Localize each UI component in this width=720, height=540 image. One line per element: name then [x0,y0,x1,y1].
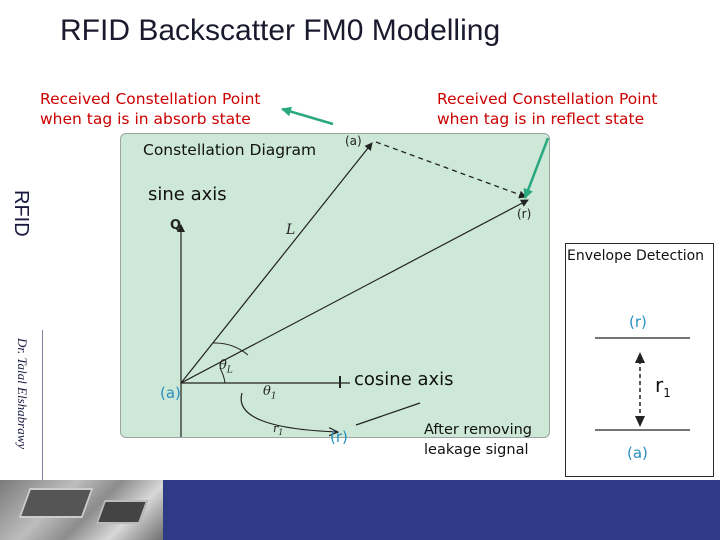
leakage-removal-curve [240,392,338,432]
theta-1-arc [219,367,226,384]
absorb-callout-line2: when tag is in absorb state [40,110,251,128]
constellation-panel [120,133,550,438]
panel-title: Constellation Diagram [143,141,317,159]
after-removing-line1: After removing [424,422,532,438]
reflect-callout-arrow [523,137,550,199]
absorb-callout: Received Constellation Point when tag is… [40,89,260,129]
after-removing-note: After removing leakage signal [424,420,532,460]
vector-l [180,199,529,384]
envelope-r-label: (r) [629,313,647,331]
envelope-arrow-down [635,416,645,427]
r1-diagram-label: r1 [273,422,284,438]
sine-axis-label: sine axis [148,184,227,205]
after-removing-pointer [355,402,421,426]
origin-a-label: (a) [160,384,181,402]
absorb-callout-arrow [281,106,334,126]
envelope-r1-label: r1 [655,373,671,400]
footer-chip-graphic-2 [95,500,149,524]
sidebar-divider [42,330,43,480]
footer-chip-graphic [18,488,94,518]
leakage-r-label: (r) [330,428,348,446]
reflect-callout-line2: when tag is in reflect state [437,110,645,128]
vector-a [180,142,373,384]
envelope-arrow-up [635,352,645,363]
absorb-callout-line1: Received Constellation Point [40,90,261,108]
q-axis-label: Q [170,218,182,233]
point-r-label: (r) [517,207,532,221]
dashed-a-to-r [375,141,527,199]
slide-title: RFID Backscatter FM0 Modelling [60,14,501,47]
reflect-callout-line1: Received Constellation Point [437,90,658,108]
theta-1-label: θ1 [263,384,277,402]
reflect-callout: Received Constellation Point when tag is… [437,89,657,129]
theta-l-arc [212,342,249,356]
after-removing-line2: leakage signal [424,442,529,458]
vector-l-label: L [286,222,296,238]
point-a-label: (a) [345,134,362,148]
envelope-a-label: (a) [627,444,648,462]
envelope-title: Envelope Detection [567,248,705,264]
cosine-axis-label: cosine axis [354,369,454,390]
theta-l-label: θL [219,358,233,376]
